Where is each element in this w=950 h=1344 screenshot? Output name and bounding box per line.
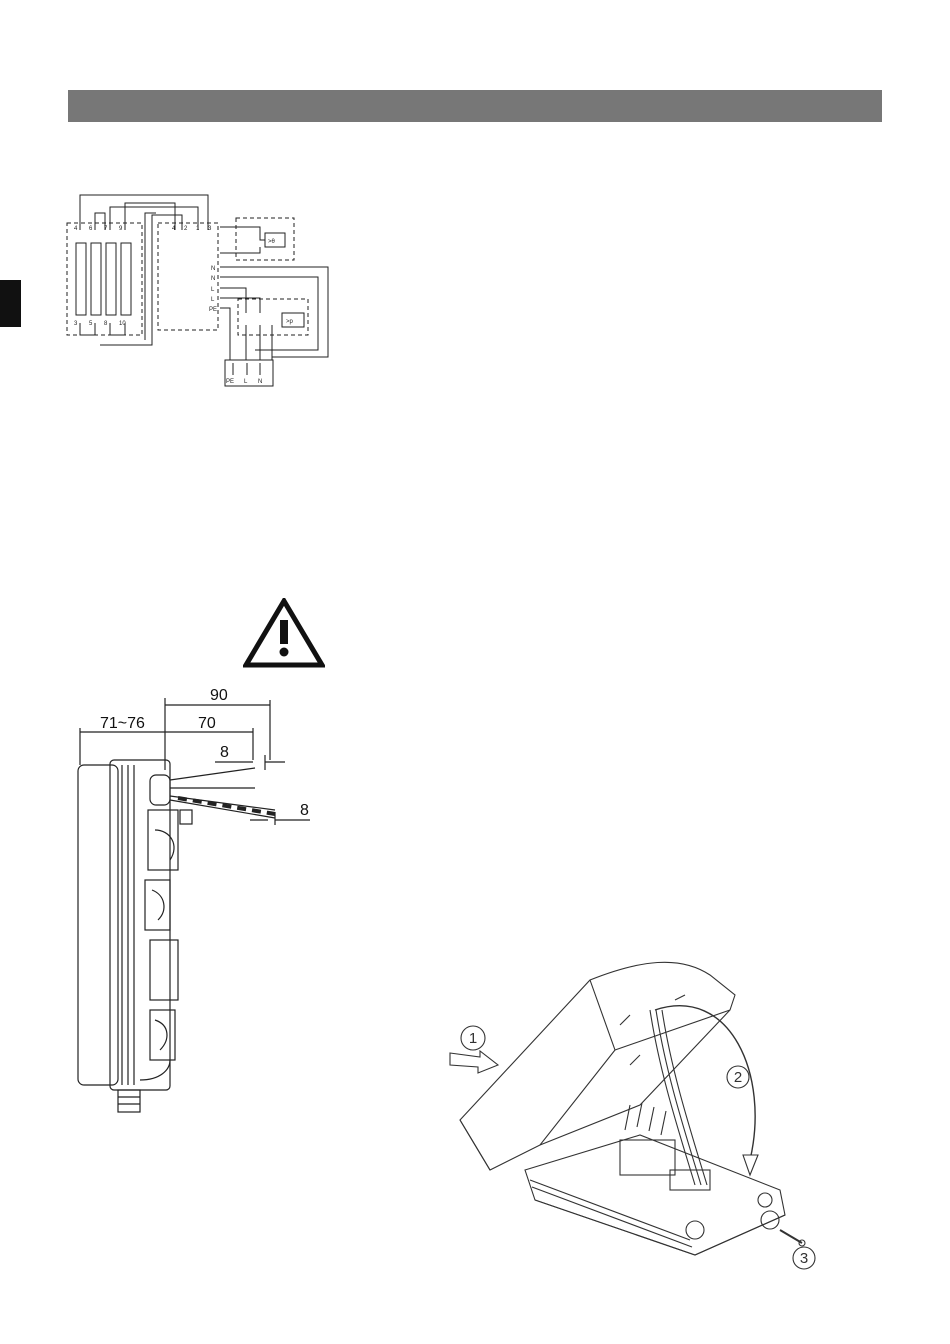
right-terminal-label: L [211,287,215,293]
callout-3: 3 [800,1250,808,1267]
warning-triangle-icon [243,598,325,668]
dimension-70: 70 [198,715,216,732]
callout-1: 1 [469,1030,477,1047]
bottom-terminal-label: 3 [74,321,78,327]
top-terminal-label: 6 [89,226,93,232]
mid-terminal-label: 1 [196,226,200,232]
supply-label-pe: PE [226,379,234,385]
right-terminal-label: PE [209,307,217,313]
bottom-terminal-label: 5 [89,321,93,327]
section-header-bar [68,90,882,122]
dimension-71-76: 71~76 [100,715,145,732]
top-terminal-label: 4 [74,226,78,232]
callout-2: 2 [734,1069,742,1086]
dimension-8-lower: 8 [300,802,309,819]
assembly-drawing: 1 2 3 [440,955,825,1275]
mid-terminal-label: 3 [208,226,212,232]
dimension-90: 90 [210,687,228,704]
right-terminal-label: N [211,266,215,272]
pressure-switch-label: >p [286,319,294,325]
dimension-drawing: 90 71~76 70 8 8 [70,680,320,1130]
chapter-side-tab [0,280,21,327]
supply-label-l: L [244,379,248,385]
dimension-8-upper: 8 [220,744,229,761]
thermal-switch-label: >θ [268,239,276,245]
top-terminal-label: 9 [119,226,123,232]
right-terminal-label: N [211,276,215,282]
bottom-terminal-label: 8 [104,321,108,327]
right-terminal-label: L [211,297,215,303]
top-terminal-label: 7 [104,226,108,232]
bottom-terminal-label: 10 [119,321,126,327]
supply-label-n: N [258,379,262,385]
wiring-diagram: 4 6 7 9 3 5 8 10 4 2 1 3 N N L L PE >θ >… [60,185,340,390]
mid-terminal-label: 2 [184,226,188,232]
